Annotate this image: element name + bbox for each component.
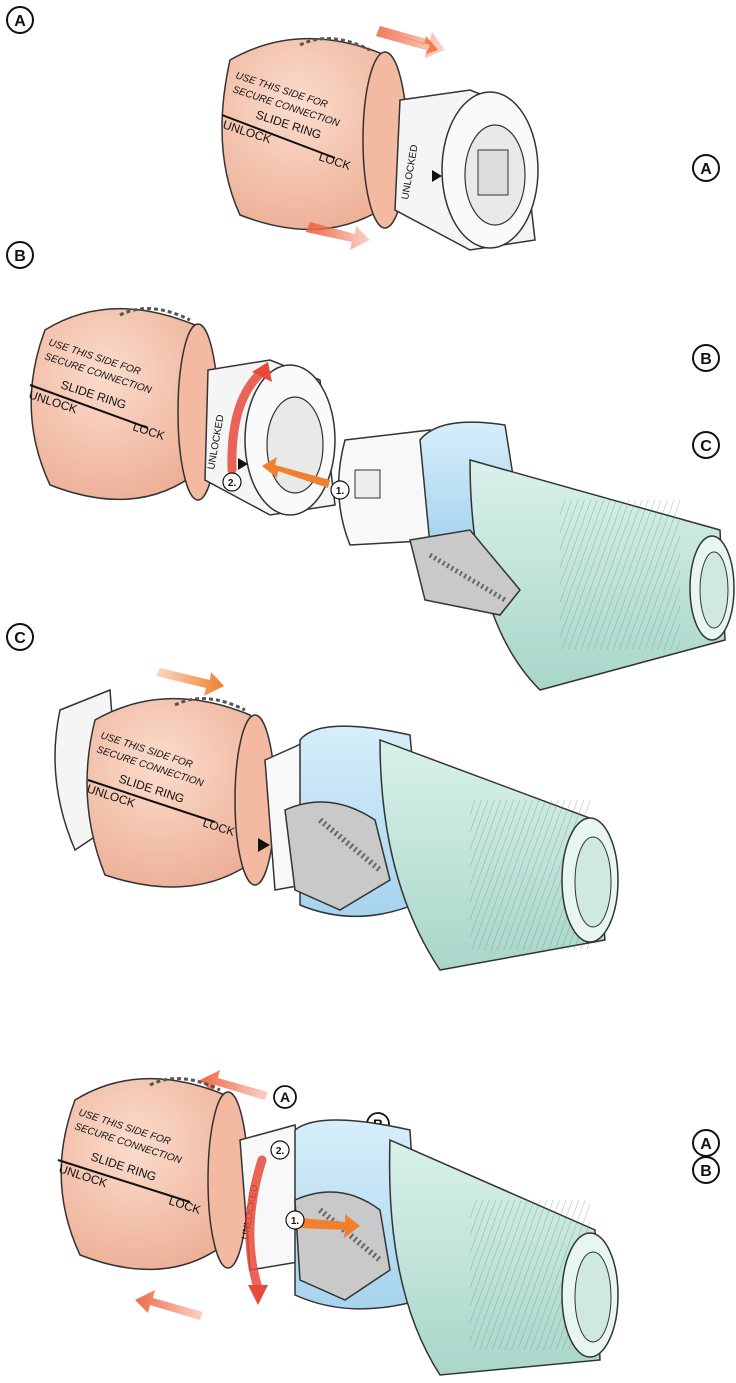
marker-b-right: B bbox=[693, 345, 719, 371]
step-1-badge-b: 1. bbox=[331, 481, 349, 499]
arrow-slide-release-bottom bbox=[135, 1290, 203, 1320]
marker-c-right: C bbox=[693, 432, 719, 458]
locking-ring-b: USE THIS SIDE FOR SECURE CONNECTION SLID… bbox=[27, 309, 218, 500]
svg-text:1.: 1. bbox=[291, 1216, 300, 1227]
marker-a-release: A bbox=[274, 1086, 296, 1108]
locking-ring-release: USE THIS SIDE FOR SECURE CONNECTION SLID… bbox=[57, 1079, 248, 1270]
locking-ring-a: USE THIS SIDE FOR SECURE CONNECTION SLID… bbox=[221, 39, 410, 230]
svg-text:A: A bbox=[14, 13, 26, 30]
arrow-slide-c bbox=[156, 668, 224, 696]
svg-text:2.: 2. bbox=[228, 478, 237, 489]
receptacle-body-b: UNLOCKED bbox=[205, 360, 335, 515]
svg-text:C: C bbox=[700, 438, 712, 455]
cable-connector-release: UNLOCKED bbox=[240, 1120, 618, 1375]
svg-text:A: A bbox=[280, 1089, 290, 1105]
svg-text:B: B bbox=[14, 248, 26, 265]
marker-a-right: A bbox=[693, 155, 719, 181]
svg-text:B: B bbox=[700, 1163, 712, 1180]
section-b: B USE THIS SIDE FOR SECURE CONNECTION SL… bbox=[7, 242, 734, 690]
cable-connector-b bbox=[339, 422, 734, 690]
svg-text:2.: 2. bbox=[276, 1146, 285, 1157]
svg-text:1.: 1. bbox=[336, 486, 345, 497]
step-2-badge-release: 2. bbox=[271, 1141, 289, 1159]
step-2-badge-b: 2. bbox=[223, 473, 241, 491]
svg-text:C: C bbox=[14, 630, 26, 647]
marker-c-top: C bbox=[7, 624, 33, 650]
marker-a-release-right: A bbox=[693, 1130, 719, 1156]
cable-connector-c bbox=[258, 726, 618, 970]
svg-text:A: A bbox=[700, 1136, 712, 1153]
marker-b-top: B bbox=[7, 242, 33, 268]
section-c: C USE THIS SIDE FOR SECURE CONNECTION SL… bbox=[7, 624, 618, 970]
section-release: A B USE THIS SIDE FOR SECURE CONNECTION … bbox=[57, 1070, 719, 1375]
step-1-badge-release: 1. bbox=[286, 1211, 304, 1229]
marker-a-top: A bbox=[7, 7, 33, 33]
marker-b-release-right: B bbox=[693, 1157, 719, 1183]
svg-text:B: B bbox=[700, 351, 712, 368]
locking-ring-c: USE THIS SIDE FOR SECURE CONNECTION SLID… bbox=[85, 699, 275, 887]
svg-text:A: A bbox=[700, 161, 712, 178]
section-a: A USE THIS SIDE FOR SECURE CONNECTION SL… bbox=[7, 7, 719, 250]
receptacle-body-a: UNLOCKED bbox=[395, 90, 538, 250]
